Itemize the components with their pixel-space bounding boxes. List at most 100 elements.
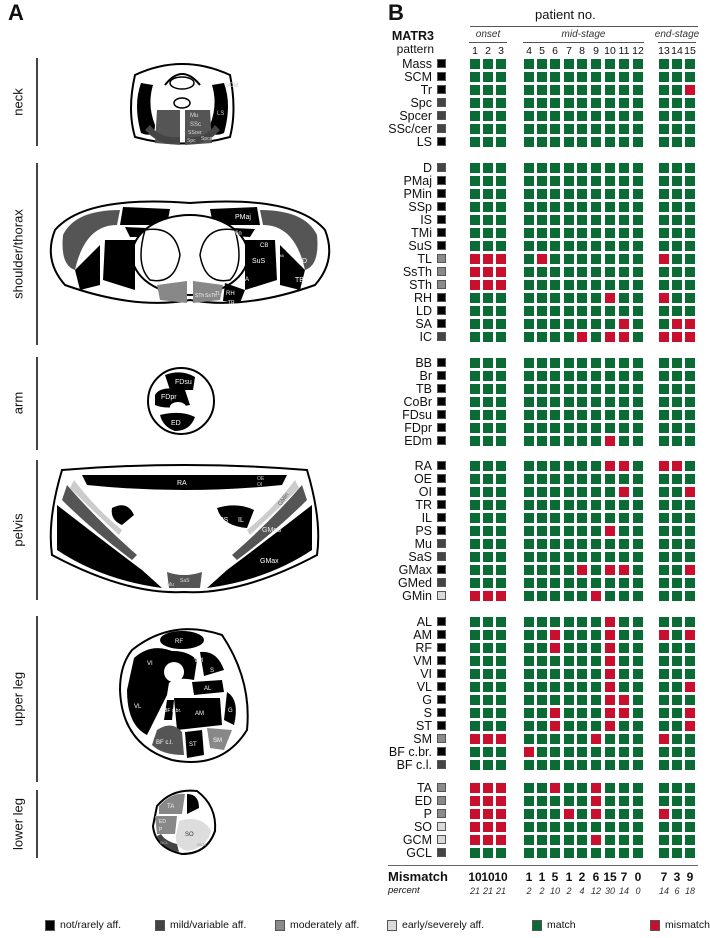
cell-match: [470, 513, 480, 523]
cell-match: [633, 85, 643, 95]
cell-match: [524, 565, 534, 575]
muscle-row-label: CoBr: [403, 395, 432, 409]
cell-match: [524, 72, 534, 82]
cell-match: [577, 513, 587, 523]
cell-match: [496, 630, 506, 640]
pattern-swatch: [437, 137, 446, 146]
cell-match: [633, 254, 643, 264]
section-label-upper-leg: upper leg: [10, 671, 26, 727]
cell-match: [483, 98, 493, 108]
cell-match: [659, 371, 669, 381]
cell-match: [605, 848, 615, 858]
cell-match: [619, 176, 629, 186]
cell-match: [524, 85, 534, 95]
cell-match: [619, 835, 629, 845]
cell-match: [605, 539, 615, 549]
pattern-swatch: [437, 809, 446, 818]
muscle-row-label: Mu: [414, 537, 432, 551]
upper-leg-cross-section: RF VI VM S AL G VL BF c.br. AM BF c.l. S…: [118, 628, 249, 763]
cell-match: [619, 822, 629, 832]
cell-match: [591, 669, 601, 679]
cell-match: [633, 332, 643, 342]
pattern-swatch: [437, 293, 446, 302]
cell-match: [577, 280, 587, 290]
cell-match: [537, 202, 547, 212]
cell-match: [537, 371, 547, 381]
cell-match: [685, 267, 695, 277]
pattern-swatch: [437, 474, 446, 483]
mismatch-percent: 21: [469, 886, 481, 896]
muscle-row-label: Spcer: [399, 109, 432, 123]
cell-match: [577, 163, 587, 173]
mismatch-count: 10: [481, 870, 495, 884]
cell-match: [672, 98, 682, 108]
muscle-label: GCL: [160, 840, 169, 845]
patient-number: 7: [566, 45, 572, 57]
cell-match: [591, 513, 601, 523]
muscle-row-label: TB: [416, 382, 432, 396]
cell-match: [577, 111, 587, 121]
cell-mismatch: [659, 461, 669, 471]
cell-match: [496, 552, 506, 562]
pattern-swatch: [437, 410, 446, 419]
muscle-label: OE: [257, 476, 265, 482]
cell-match: [591, 539, 601, 549]
cell-match: [537, 423, 547, 433]
cell-mismatch: [619, 487, 629, 497]
cell-mismatch: [605, 721, 615, 731]
cell-match: [685, 695, 695, 705]
cell-match: [564, 539, 574, 549]
cell-match: [619, 848, 629, 858]
cell-mismatch: [483, 734, 493, 744]
cell-match: [591, 500, 601, 510]
cell-match: [577, 176, 587, 186]
cell-mismatch: [672, 461, 682, 471]
cell-match: [672, 111, 682, 121]
cell-mismatch: [685, 708, 695, 718]
muscle-row-label: TR: [415, 498, 432, 512]
cell-match: [524, 796, 534, 806]
muscle-label: TA: [167, 804, 174, 810]
muscle-label: D: [302, 258, 307, 265]
cell-match: [591, 436, 601, 446]
muscle-row-label: P: [423, 807, 432, 821]
pattern-swatch: [437, 487, 446, 496]
muscle-label: Mu: [190, 113, 198, 119]
cell-match: [470, 59, 480, 69]
cell-match: [524, 280, 534, 290]
cell-match: [524, 809, 534, 819]
cell-match: [659, 578, 669, 588]
cell-match: [550, 72, 560, 82]
cell-match: [550, 98, 560, 108]
cell-match: [685, 306, 695, 316]
cell-mismatch: [470, 822, 480, 832]
cell-match: [605, 176, 615, 186]
cell-match: [659, 721, 669, 731]
cell-match: [605, 111, 615, 121]
cell-mismatch: [550, 643, 560, 653]
muscle-row-label: G: [422, 693, 432, 707]
cell-match: [577, 228, 587, 238]
cell-mismatch: [470, 734, 480, 744]
pattern-swatch: [437, 630, 446, 639]
muscle-row-label: TA: [416, 781, 432, 795]
cell-mismatch: [605, 656, 615, 666]
cell-match: [619, 760, 629, 770]
cell-match: [577, 189, 587, 199]
cell-match: [550, 176, 560, 186]
muscle-row-label: SSc/cer: [388, 122, 432, 136]
cell-match: [659, 526, 669, 536]
cell-match: [564, 241, 574, 251]
cell-match: [633, 656, 643, 666]
cell-match: [659, 228, 669, 238]
cell-match: [591, 526, 601, 536]
cell-match: [659, 306, 669, 316]
cell-match: [524, 293, 534, 303]
cell-match: [619, 228, 629, 238]
cell-match: [537, 59, 547, 69]
cell-match: [496, 176, 506, 186]
cell-match: [483, 410, 493, 420]
cell-match: [633, 809, 643, 819]
cell-match: [524, 215, 534, 225]
cell-match: [619, 423, 629, 433]
